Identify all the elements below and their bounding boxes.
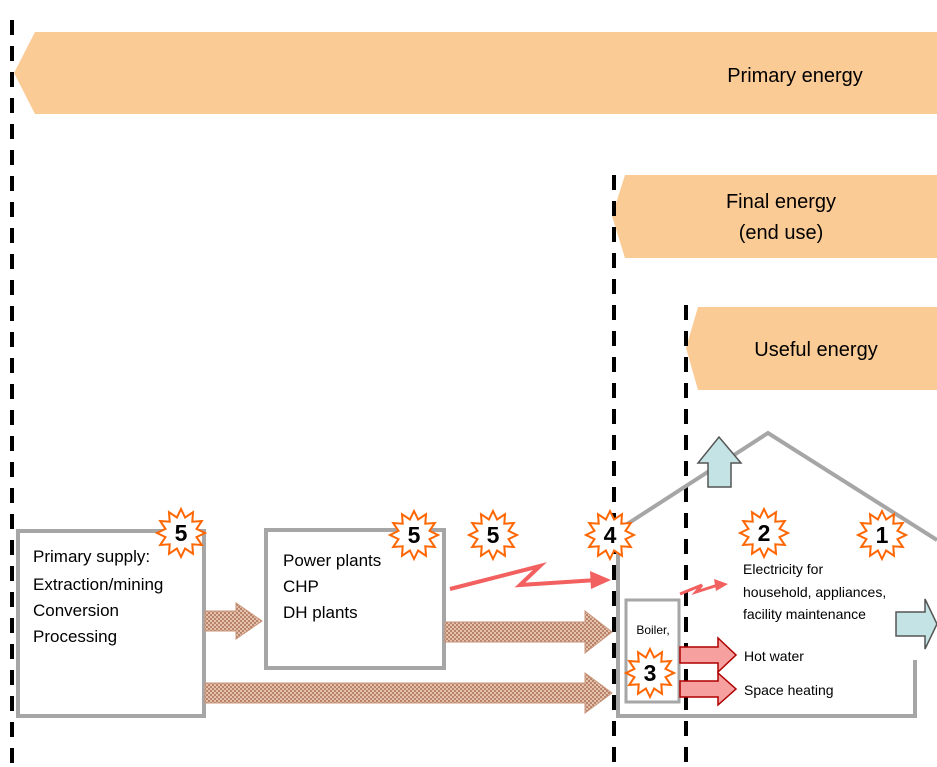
badge-number: 4 (604, 522, 617, 548)
efficiency-badges: 5 5 5 4 3 2 1 (154, 506, 909, 700)
badge-number: 2 (758, 520, 771, 546)
final-energy-sublabel: (end use) (739, 222, 824, 244)
flow-arrow-supply-to-house (204, 672, 613, 714)
primary-supply-line: Extraction/mining (33, 575, 163, 594)
power-plants-line: Power plants (283, 551, 381, 570)
starburst-icon (623, 646, 677, 700)
badge-boiler: 3 (623, 646, 677, 700)
badge-power-plants: 5 (387, 508, 441, 562)
starburst-icon (855, 508, 909, 562)
household-electricity-arrow (679, 579, 728, 596)
flow-arrow-plants-to-house (444, 609, 613, 655)
electricity-label: Electricity for (743, 561, 823, 577)
badge-electricity: 2 (737, 506, 791, 560)
starburst-icon (154, 506, 208, 560)
electricity-label: facility maintenance (743, 606, 866, 622)
primary-supply-line: Conversion (33, 601, 119, 620)
starburst-icon (387, 508, 441, 562)
badge-primary-supply: 5 (154, 506, 208, 560)
final-energy-band (612, 175, 937, 258)
badge-final-energy: 4 (583, 508, 637, 562)
badge-useful: 1 (855, 508, 909, 562)
starburst-icon (466, 508, 520, 562)
badge-transmission: 5 (466, 508, 520, 562)
primary-supply-box (16, 529, 206, 718)
hot-water-label: Hot water (744, 648, 804, 664)
space-heating-arrow (679, 671, 738, 707)
useful-energy-label: Useful energy (754, 339, 877, 361)
wall-loss-arrow (895, 598, 937, 650)
primary-energy-band (14, 32, 937, 114)
power-plants-line: CHP (283, 577, 319, 596)
roof-loss-arrow (696, 435, 743, 488)
badge-number: 1 (876, 522, 889, 548)
space-heating-label: Space heating (744, 682, 834, 698)
flow-arrow-supply-to-plants (204, 602, 263, 640)
power-plants-line: DH plants (283, 603, 358, 622)
final-energy-label: Final energy (726, 191, 836, 213)
electricity-label: household, appliances, (743, 584, 886, 600)
badge-number: 5 (175, 520, 188, 546)
electricity-transmission-arrow (449, 562, 611, 591)
primary-energy-label: Primary energy (727, 65, 863, 87)
house-outline (616, 430, 937, 718)
boiler-label: Boiler, (636, 623, 669, 637)
useful-energy-band (686, 307, 937, 390)
primary-supply-title: Primary supply: (33, 547, 150, 566)
starburst-icon (737, 506, 791, 560)
badge-number: 5 (487, 522, 500, 548)
starburst-icon (583, 508, 637, 562)
badge-number: 5 (408, 522, 421, 548)
primary-supply-line: Processing (33, 627, 117, 646)
badge-number: 3 (644, 660, 657, 686)
hot-water-arrow (679, 636, 738, 674)
